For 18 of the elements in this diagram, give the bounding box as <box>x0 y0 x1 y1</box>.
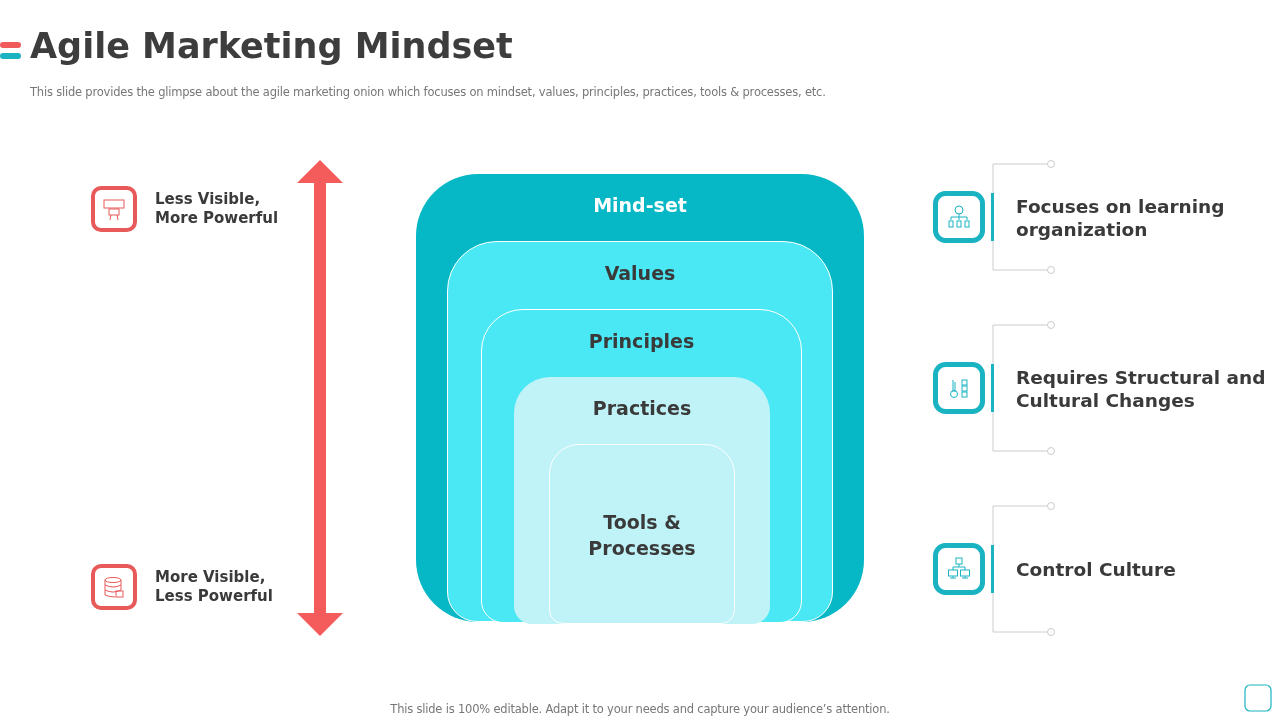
onion-layer <box>416 174 864 622</box>
feature-text: Control Culture <box>1016 558 1177 582</box>
onion-layer <box>549 444 735 624</box>
side-label: Less Visible, More Powerful <box>155 190 280 228</box>
subtitle: This slide provides the glimpse about the agile marketing onion which focuses on mindset, values, principles, practices, tools & processes, etc. <box>30 85 827 100</box>
footer-note: This slide is 100% editable. Adapt it to your needs and capture your audience’s attention. <box>389 702 891 717</box>
layer-label: Values <box>603 261 677 286</box>
layer-label: Tools & Processes <box>587 510 697 561</box>
feature-text: Focuses on learning organization <box>1016 195 1226 242</box>
feature-text: Requires Structural and Cultural Changes <box>1016 366 1266 413</box>
layer-label: Mind-set <box>592 193 688 218</box>
onion-layer <box>514 377 770 624</box>
onion-layer <box>447 241 833 622</box>
layer-label: Practices <box>591 396 693 421</box>
onion-layer <box>481 309 802 623</box>
slide-title: Agile Marketing Mindset <box>30 26 513 66</box>
layer-label: Principles <box>587 329 696 354</box>
side-label: More Visible, Less Powerful <box>155 568 274 606</box>
